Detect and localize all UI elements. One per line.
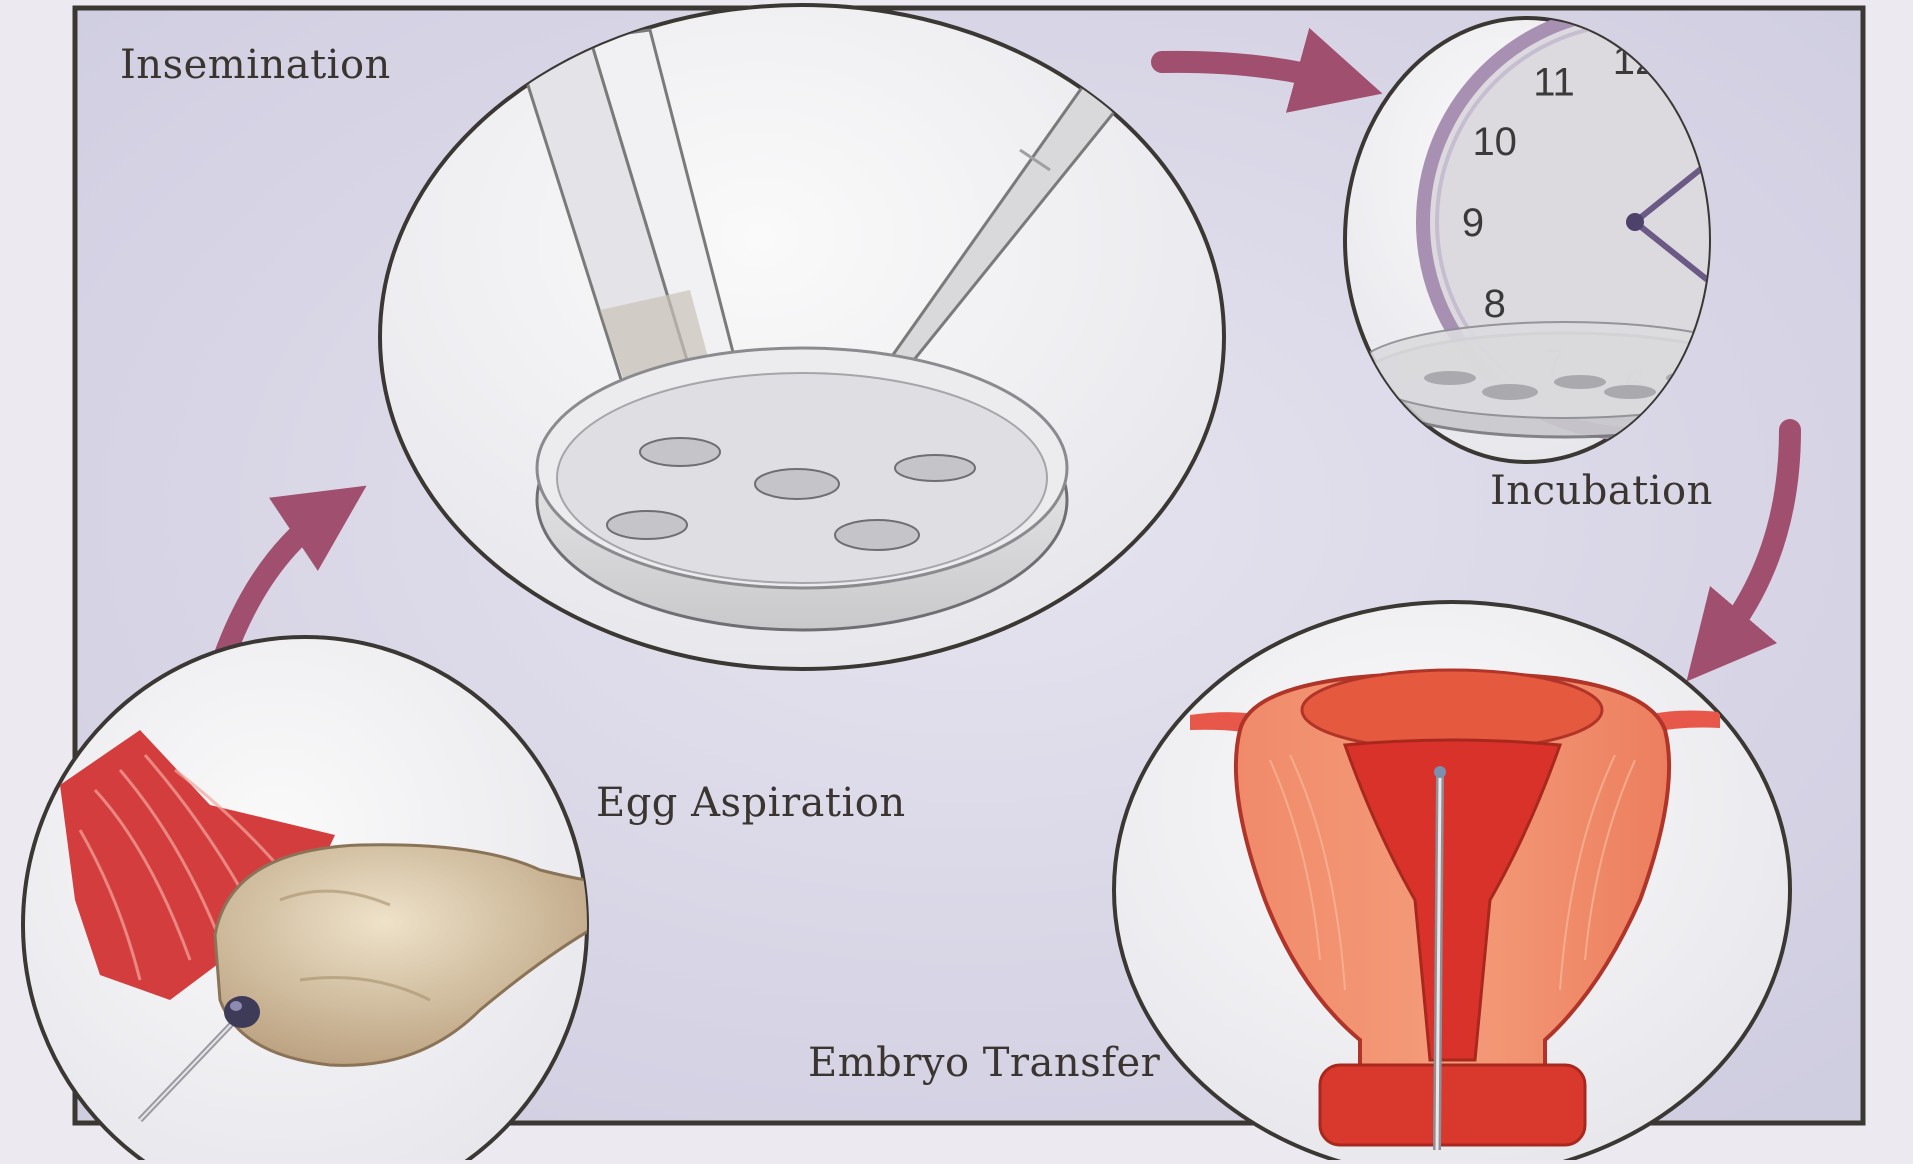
label-egg-aspiration: Egg Aspiration (596, 780, 906, 826)
clock-number-9: 9 (1462, 201, 1484, 245)
uterus-fundus (1302, 670, 1602, 750)
cervix (1320, 1065, 1585, 1145)
embryo-transfer-scene (1114, 602, 1790, 1160)
clock-number-11: 11 (1533, 61, 1575, 105)
label-embryo-transfer: Embryo Transfer (808, 1040, 1160, 1086)
label-insemination: Insemination (120, 42, 391, 88)
insemination-scene (380, 5, 1224, 669)
clock-number-10: 10 (1472, 120, 1517, 164)
clock-number-8: 8 (1484, 282, 1506, 326)
label-incubation: Incubation (1490, 468, 1713, 514)
